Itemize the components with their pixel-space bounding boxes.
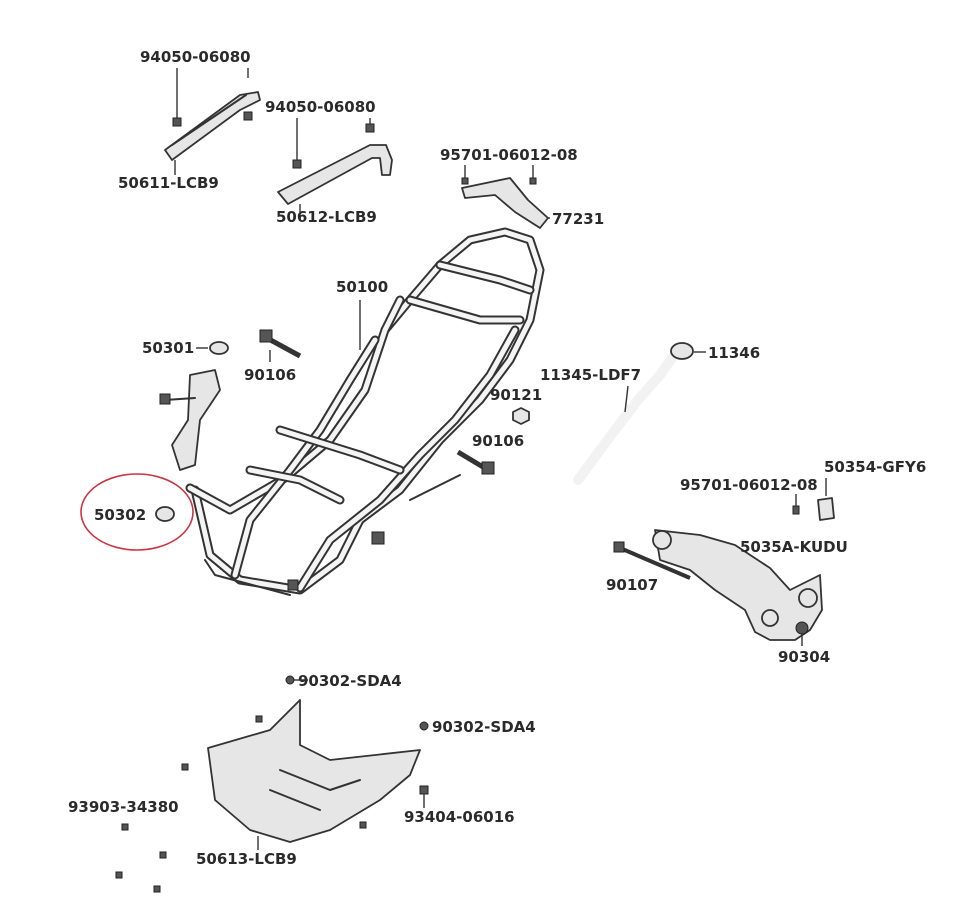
label-5035A-KUDU: 5035A-KUDU bbox=[740, 538, 848, 556]
part-50611-rail[interactable] bbox=[164, 91, 261, 161]
part-50100-frame[interactable] bbox=[185, 227, 545, 596]
bolt-94050-06080-a[interactable] bbox=[172, 68, 253, 127]
screw-90302-SDA4-a[interactable] bbox=[285, 675, 295, 685]
label-95701-06012-08-b: 95701-06012-08 bbox=[680, 476, 818, 494]
label-94050-06080-b: 94050-06080 bbox=[265, 98, 376, 116]
label-90106-b: 90106 bbox=[472, 432, 524, 450]
label-50611-LCB9: 50611-LCB9 bbox=[118, 174, 219, 192]
label-50613-LCB9: 50613-LCB9 bbox=[196, 850, 297, 868]
label-94050-06080-a: 94050-06080 bbox=[140, 48, 251, 66]
part-90304[interactable] bbox=[795, 621, 809, 635]
label-90302-SDA4-a: 90302-SDA4 bbox=[298, 672, 402, 690]
label-50302: 50302 bbox=[94, 506, 146, 524]
label-50612-LCB9: 50612-LCB9 bbox=[276, 208, 377, 226]
label-90107: 90107 bbox=[606, 576, 658, 594]
part-50354-GFY6[interactable] bbox=[817, 497, 835, 521]
part-engine-hanger-bracket[interactable] bbox=[159, 369, 221, 471]
label-93903-34380: 93903-34380 bbox=[68, 798, 179, 816]
part-11346-cap[interactable] bbox=[670, 342, 694, 360]
screw-93404-06016[interactable] bbox=[419, 785, 429, 795]
label-50100: 50100 bbox=[336, 278, 388, 296]
part-90121-nut[interactable] bbox=[512, 407, 530, 425]
label-50301: 50301 bbox=[142, 339, 194, 357]
label-90304: 90304 bbox=[778, 648, 830, 666]
label-95701-06012-08-a: 95701-06012-08 bbox=[440, 146, 578, 164]
label-90302-SDA4-b: 90302-SDA4 bbox=[432, 718, 536, 736]
label-93404-06016: 93404-06016 bbox=[404, 808, 515, 826]
label-90106-a: 90106 bbox=[244, 366, 296, 384]
part-77231-bracket[interactable] bbox=[461, 177, 549, 229]
bolt-94050-06080-b[interactable] bbox=[292, 118, 375, 169]
label-77231: 77231 bbox=[552, 210, 604, 228]
bolt-90106-b[interactable] bbox=[456, 449, 495, 475]
screws-93903-34380[interactable] bbox=[115, 715, 367, 893]
part-50301-collar[interactable] bbox=[209, 341, 229, 355]
label-90121: 90121 bbox=[490, 386, 542, 404]
screw-90302-SDA4-b[interactable] bbox=[419, 721, 429, 731]
part-50613-under-cover[interactable] bbox=[207, 699, 421, 843]
part-50302[interactable] bbox=[80, 473, 194, 551]
label-50354-GFY6: 50354-GFY6 bbox=[824, 458, 926, 476]
highlight-circle bbox=[80, 473, 194, 551]
label-11346: 11346 bbox=[708, 344, 760, 362]
part-11345-pipe[interactable] bbox=[573, 353, 677, 485]
bolt-90106-a[interactable] bbox=[259, 329, 302, 359]
bolt-90107[interactable] bbox=[613, 541, 691, 580]
part-50612-rail[interactable] bbox=[277, 144, 393, 205]
label-11345-LDF7: 11345-LDF7 bbox=[540, 366, 641, 384]
bolt-95701-06012-08-b[interactable] bbox=[792, 505, 800, 515]
